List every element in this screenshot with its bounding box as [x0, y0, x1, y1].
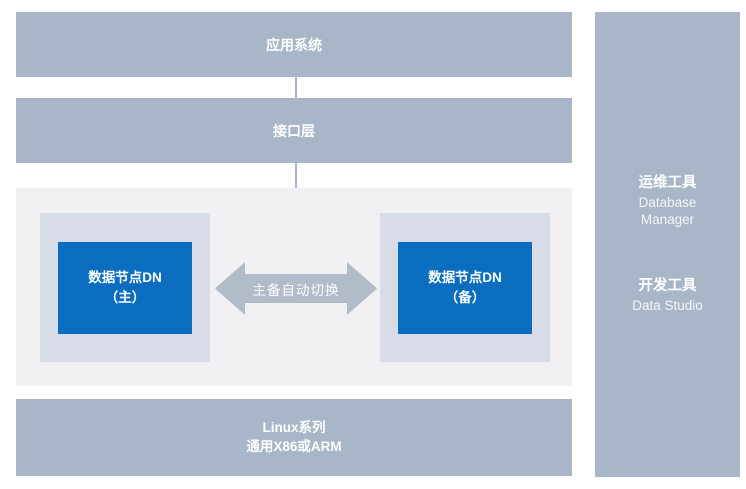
- interface-layer-label: 接口层: [273, 122, 315, 139]
- failover-arrow-label: 主备自动切换: [252, 282, 340, 298]
- dev-tools-group: 开发工具 Data Studio: [632, 277, 703, 315]
- app-layer-bar: 应用系统: [16, 12, 572, 77]
- app-layer-label: 应用系统: [266, 36, 322, 53]
- ops-tools-group: 运维工具 Database Manager: [639, 174, 697, 229]
- os-layer-bar: Linux系列 通用X86或ARM: [16, 399, 572, 476]
- os-layer-label: Linux系列 通用X86或ARM: [246, 419, 342, 454]
- failover-arrow: 主备自动切换: [215, 262, 377, 315]
- interface-layer-bar: 接口层: [16, 98, 572, 163]
- ops-tools-title: 运维工具: [638, 175, 697, 192]
- dev-tools-subtitle: Data Studio: [632, 297, 703, 313]
- primary-node-label: 数据节点DN （主）: [88, 269, 162, 305]
- connector-line-top: [295, 77, 297, 98]
- standby-node-group: 数据节点DN （备）: [380, 213, 550, 362]
- primary-node-box: 数据节点DN （主）: [58, 241, 192, 334]
- connector-line-middle: [295, 163, 297, 188]
- standby-node-box: 数据节点DN （备）: [398, 241, 532, 334]
- ops-tools-subtitle: Database Manager: [638, 195, 697, 228]
- ha-cluster-panel: 数据节点DN （主） 主备自动切换 数据节点DN （备）: [16, 188, 572, 386]
- tools-sidebar: 运维工具 Database Manager 开发工具 Data Studio: [595, 12, 740, 477]
- dev-tools-title: 开发工具: [638, 277, 697, 294]
- primary-node-group: 数据节点DN （主）: [40, 213, 210, 362]
- double-arrow-icon: [215, 262, 377, 315]
- standby-node-label: 数据节点DN （备）: [428, 269, 502, 305]
